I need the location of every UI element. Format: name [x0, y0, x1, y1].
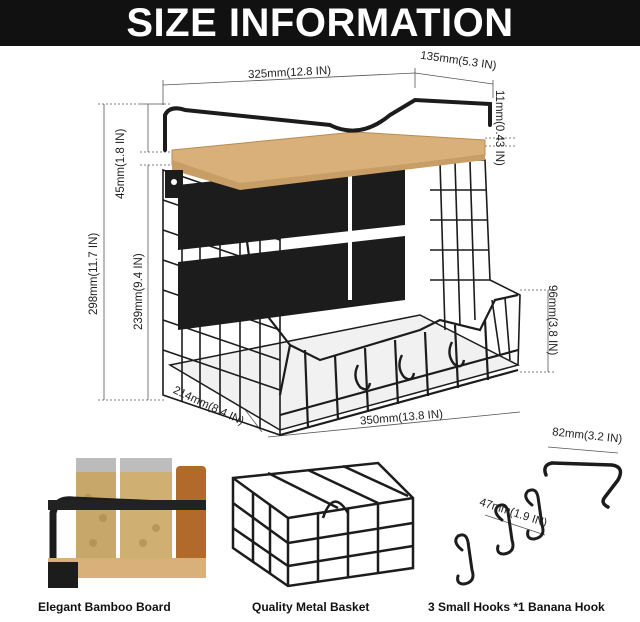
dimension-rail-height: 11mm(0.43 IN): [493, 90, 505, 166]
bamboo-board-illustration: [48, 458, 206, 588]
dimension-front-height: 96mm(3.8 IN): [546, 285, 558, 356]
bamboo-board-photo: [48, 458, 206, 588]
title-banner: [0, 0, 640, 46]
hooks-illustration: [454, 446, 623, 586]
hooks-drawing: [440, 425, 640, 595]
dimension-total-height: 298mm(11.7 IN): [88, 232, 100, 315]
caption-metal-basket: Quality Metal Basket: [252, 600, 370, 614]
dimension-basket-height: 239mm(9.4 IN): [133, 253, 145, 330]
dimension-board-gap: 45mm(1.8 IN): [115, 128, 127, 199]
caption-bamboo-board: Elegant Bamboo Board: [38, 600, 171, 614]
metal-basket-illustration: [228, 458, 418, 588]
caption-hooks: 3 Small Hooks *1 Banana Hook: [428, 600, 605, 614]
metal-basket-photo: [228, 458, 418, 588]
banner-title: SIZE INFORMATION: [126, 1, 514, 45]
product-drawing: [98, 68, 555, 438]
